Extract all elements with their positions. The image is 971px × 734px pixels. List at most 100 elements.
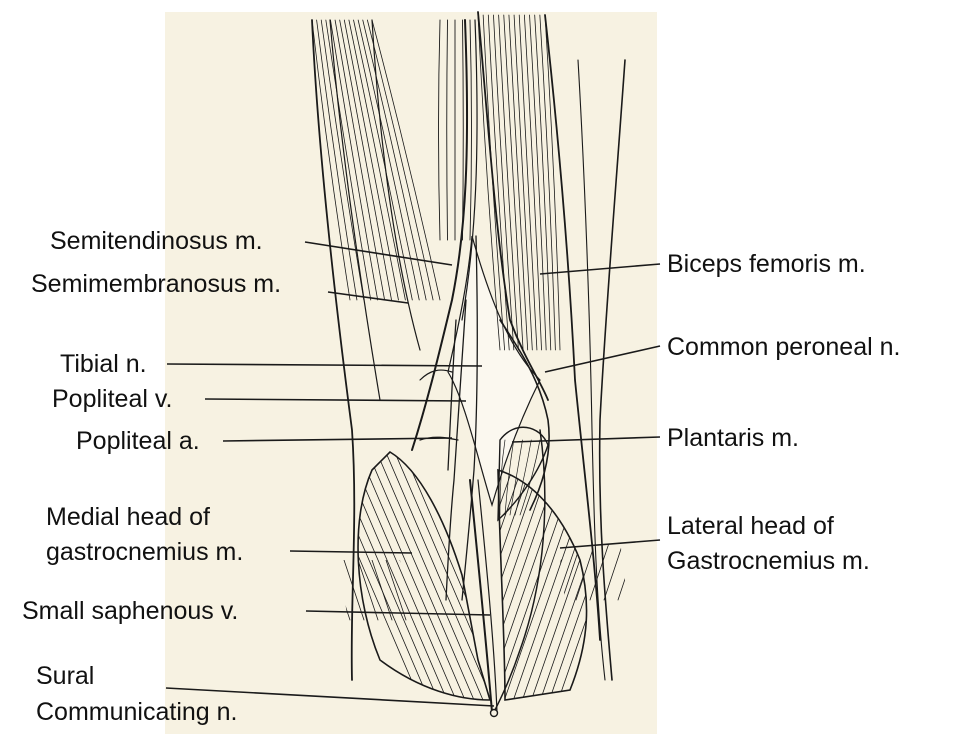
hatch-line: [385, 560, 407, 621]
hatch-line: [358, 452, 430, 700]
semitendinosus-edge: [461, 19, 478, 321]
label-lateral-head-line2: Gastrocnemius m.: [667, 547, 870, 575]
label-semitendinosus: Semitendinosus m.: [50, 227, 263, 255]
hatch-line: [371, 452, 490, 700]
leader-lateral-head: [559, 539, 661, 549]
biceps-medial-border: [477, 11, 549, 401]
leader-sural-communicating: [165, 687, 495, 707]
hatch-line: [362, 452, 484, 700]
plantaris-outline: [497, 426, 549, 522]
medial-thigh-fibers: [311, 19, 351, 301]
popliteal-artery: [447, 319, 457, 471]
medial-thigh-fibers: [353, 19, 413, 301]
biceps-femoris-fibers: [498, 14, 519, 351]
plantaris-fibers: [499, 439, 506, 516]
semitendinosus-fibers: [446, 19, 448, 241]
medial-gastrocnemius-outline: [357, 450, 492, 701]
hatch-line: [498, 470, 540, 700]
hatch-line: [358, 452, 421, 700]
biceps-femoris-fibers: [529, 14, 547, 351]
label-small-saphenous-vein: Small saphenous v.: [22, 597, 239, 625]
hatch-line: [547, 470, 587, 700]
anatomy-drawing: [311, 11, 630, 718]
label-semimembranosus: Semimembranosus m.: [31, 270, 282, 298]
biceps-femoris-fibers: [518, 14, 538, 351]
semitendinosus-fibers: [438, 19, 441, 241]
label-lateral-head-line1: Lateral head of: [667, 512, 834, 540]
medial-hamstring-border: [311, 19, 356, 681]
biceps-femoris-fibers: [539, 14, 556, 351]
medial-thigh-fibers: [371, 19, 441, 301]
hatch-line: [358, 452, 457, 700]
hatch-line: [498, 470, 549, 700]
medial-thigh-fibers: [334, 19, 386, 301]
biceps-femoris-fibers: [534, 14, 552, 351]
small-saphenous-vein: [469, 479, 493, 713]
small-saphenous-vein-edge: [477, 479, 498, 713]
label-biceps-femoris: Biceps femoris m.: [667, 250, 866, 278]
hatch-line: [529, 470, 587, 700]
hatch-line: [371, 560, 393, 621]
medial-thigh-fibers: [357, 19, 420, 301]
medial-thigh-fibers: [339, 19, 392, 301]
biceps-femoris-fibers: [544, 14, 561, 351]
label-medial-head-line1: Medial head of: [46, 503, 211, 531]
hatch-line: [589, 540, 611, 601]
leader-lines: [165, 241, 661, 707]
label-sural-line2: Communicating n.: [36, 698, 238, 726]
popliteal-fossa-fill: [447, 235, 541, 508]
hatch-line: [358, 452, 439, 700]
hatch-line: [538, 470, 587, 700]
plantaris-fibers: [509, 439, 523, 516]
hatch-line: [498, 470, 531, 700]
hatch-line: [343, 560, 365, 621]
tibial-nerve: [461, 235, 478, 601]
sural-nerve-end: [489, 708, 499, 718]
hatch-line: [498, 470, 522, 700]
common-peroneal-nerve: [499, 319, 550, 511]
biceps-femoris-fibers: [508, 14, 529, 351]
leader-tibial-nerve: [166, 363, 483, 367]
biceps-femoris-fibers: [493, 14, 515, 351]
semitendinosus-fibers: [469, 19, 472, 241]
leader-biceps-femoris: [539, 263, 661, 275]
medial-thigh-fibers: [343, 19, 399, 301]
medial-thigh-fibers: [330, 19, 379, 301]
label-popliteal-vein: Popliteal v.: [52, 385, 173, 413]
medial-thigh-fibers: [362, 19, 427, 301]
biceps-femoris-fibers: [487, 14, 510, 351]
hatch-line: [358, 452, 448, 700]
label-sural-line1: Sural: [36, 662, 95, 690]
label-medial-head-line2: gastrocnemius m.: [46, 538, 244, 566]
hatch-line: [511, 470, 587, 700]
label-common-peroneal-nerve: Common peroneal n.: [667, 333, 901, 361]
hatch-line: [357, 560, 379, 621]
lateral-gastrocnemius-hatching: [498, 470, 587, 700]
genicular-branch: [419, 369, 453, 381]
leader-popliteal-vein: [204, 398, 467, 402]
semimembranosus-border: [329, 19, 381, 401]
medial-thigh-fibers: [320, 19, 365, 301]
label-plantaris: Plantaris m.: [667, 424, 799, 452]
hatch-line: [520, 470, 587, 700]
label-tibial-nerve: Tibial n.: [60, 350, 147, 378]
semimembranosus-inner-border: [371, 19, 421, 351]
leader-plantaris: [511, 436, 661, 443]
plantaris-fibers: [504, 439, 515, 516]
leader-common-peroneal: [544, 345, 661, 373]
hatch-line: [498, 470, 558, 700]
plantaris-fibers: [519, 439, 541, 516]
popliteal-vein: [445, 299, 467, 601]
sural-communicating-nerve: [493, 429, 546, 713]
iliotibial-edge: [577, 59, 606, 681]
plantaris-fibers: [514, 439, 532, 516]
hatch-line: [498, 470, 567, 700]
medial-thigh-fibers: [316, 19, 358, 301]
hatch-line: [340, 560, 351, 621]
leader-popliteal-artery: [222, 437, 453, 442]
leader-small-saphenous-vein: [305, 610, 491, 616]
hatch-line: [603, 540, 625, 601]
leader-semitendinosus: [304, 241, 453, 266]
leader-semimembranosus: [327, 291, 409, 304]
